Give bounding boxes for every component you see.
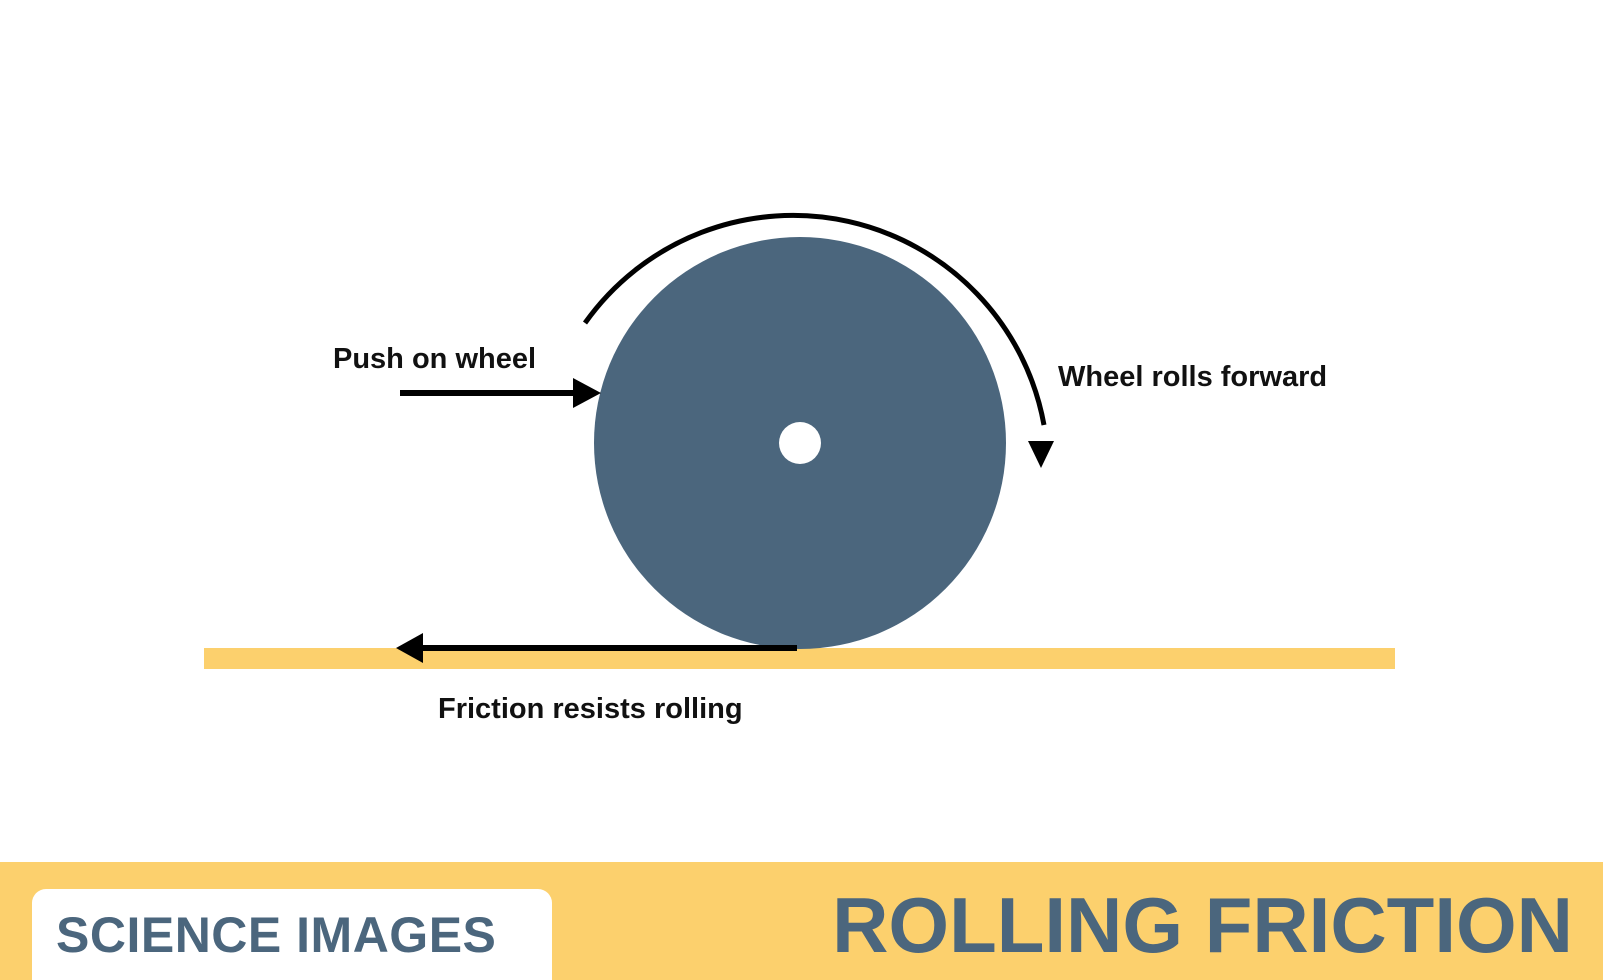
page-title: ROLLING FRICTION [832, 881, 1573, 969]
friction-arrowhead [396, 633, 423, 663]
brand-badge: SCIENCE IMAGES [32, 889, 552, 980]
rotation-arrowhead [1028, 441, 1054, 468]
friction-label: Friction resists rolling [438, 693, 743, 725]
push-label: Push on wheel [333, 343, 536, 375]
rotation-arc-arrow [582, 212, 1047, 426]
wheel-axle-hole [779, 422, 821, 464]
rolling-friction-diagram: Push on wheel Wheel rolls forward Fricti… [204, 212, 1395, 725]
brand-text: SCIENCE IMAGES [56, 906, 497, 963]
ground-surface [204, 648, 1395, 669]
rolls-label: Wheel rolls forward [1058, 361, 1327, 393]
push-arrowhead [573, 378, 601, 408]
